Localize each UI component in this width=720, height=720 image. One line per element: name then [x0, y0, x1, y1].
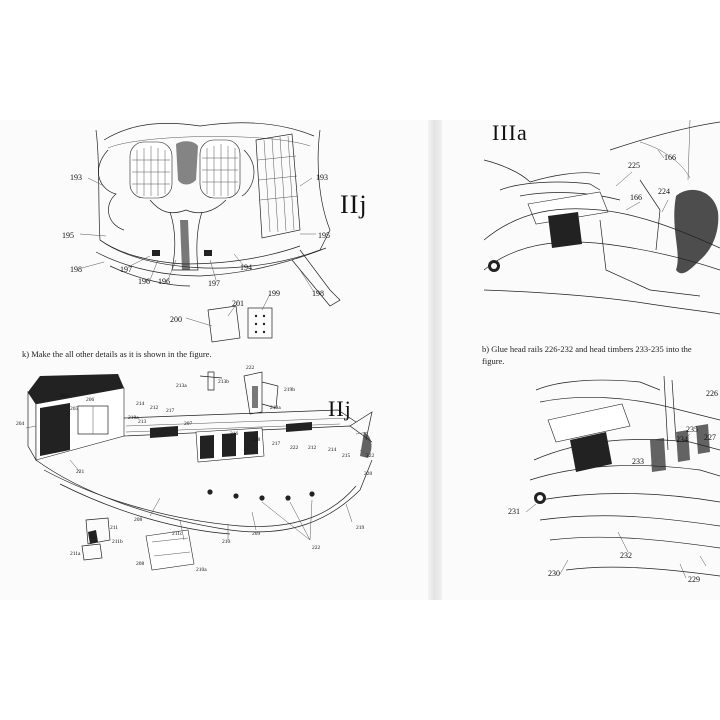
part-label: 214 [136, 401, 145, 407]
part-label: 211a [70, 551, 81, 557]
book-spine [428, 120, 442, 600]
part-label: 205 [70, 406, 79, 412]
part-label: 200 [170, 315, 182, 324]
part-label: 232 [620, 551, 632, 560]
part-label: 197 [208, 279, 220, 288]
head-detail-drawing-top [483, 120, 720, 315]
stern-drawing [79, 122, 341, 343]
part-label: 208 [134, 517, 143, 523]
part-label: 231 [508, 507, 520, 516]
part-label: 208 [136, 561, 145, 567]
part-label: 216 [230, 431, 239, 437]
instruction-booklet-page: IIj IIj IIIa k) Make the all other detai… [0, 120, 720, 600]
part-label: 235 [686, 425, 698, 434]
part-label: 196 [138, 277, 150, 286]
part-label: 196 [158, 277, 170, 286]
part-label: 233 [632, 457, 644, 466]
part-label: 230 [548, 569, 560, 578]
step-heading-iij-bottom: IIj [328, 396, 352, 421]
part-label: 166 [664, 153, 676, 162]
part-label: 166 [630, 193, 642, 202]
part-label: 209 [252, 531, 261, 537]
part-label: 211b [112, 539, 123, 545]
part-label: 218 [252, 437, 261, 443]
part-label: 222 [366, 453, 375, 459]
part-label: 195 [318, 231, 330, 240]
part-label: 212 [150, 405, 159, 411]
part-label: 219a [270, 405, 281, 411]
part-label: 219b [284, 387, 295, 393]
part-label: 210a [196, 567, 207, 573]
step-heading-iij-top: IIj [340, 190, 368, 219]
part-label: 215 [342, 453, 351, 459]
step-heading-iiia: IIIa [492, 120, 528, 145]
part-label: 206 [86, 397, 95, 403]
part-label: 222 [290, 445, 299, 451]
part-label: 211 [110, 525, 119, 531]
part-label: 224 [658, 187, 670, 196]
part-label: 195 [62, 231, 74, 240]
head-detail-drawing-bottom [525, 375, 720, 579]
part-label: 222 [246, 365, 255, 371]
part-label: 234 [676, 435, 688, 444]
part-label: 217 [272, 441, 281, 447]
part-label: 217 [166, 408, 175, 414]
instruction-k: k) Make the all other details as it is s… [22, 349, 212, 359]
part-label: 214 [328, 447, 337, 453]
part-label: 220 [364, 471, 373, 477]
part-label: 227 [704, 433, 716, 442]
part-label: 207 [184, 421, 193, 427]
part-label: 199 [268, 289, 280, 298]
part-label: 204 [16, 421, 25, 427]
part-label: 194 [240, 263, 252, 272]
part-label: 193 [316, 173, 328, 182]
part-label: 212 [308, 445, 317, 451]
part-label: 203 [60, 393, 69, 399]
part-label: 225 [628, 161, 640, 170]
part-label: 193 [70, 173, 82, 182]
ship-assembly-drawings [25, 120, 720, 579]
part-label: 226 [706, 389, 718, 398]
part-label: 229 [688, 575, 700, 584]
part-label: 213b [218, 379, 229, 385]
part-label: 201 [232, 299, 244, 308]
part-label: 211c [172, 531, 183, 537]
deck-drawing [25, 371, 373, 571]
part-label: 218a [128, 415, 139, 421]
part-label: 222 [312, 545, 321, 551]
part-label: 198 [312, 289, 324, 298]
instruction-b-line2: figure. [482, 356, 505, 366]
instruction-b-line1: b) Glue head rails 226-232 and head timb… [482, 344, 692, 354]
part-label: 221 [76, 469, 85, 475]
part-label: 198 [70, 265, 82, 274]
part-label: 197 [120, 265, 132, 274]
part-label: 219 [356, 525, 365, 531]
part-label: 213 [138, 419, 147, 425]
part-label: 213a [176, 383, 187, 389]
part-label: 210 [222, 539, 231, 545]
